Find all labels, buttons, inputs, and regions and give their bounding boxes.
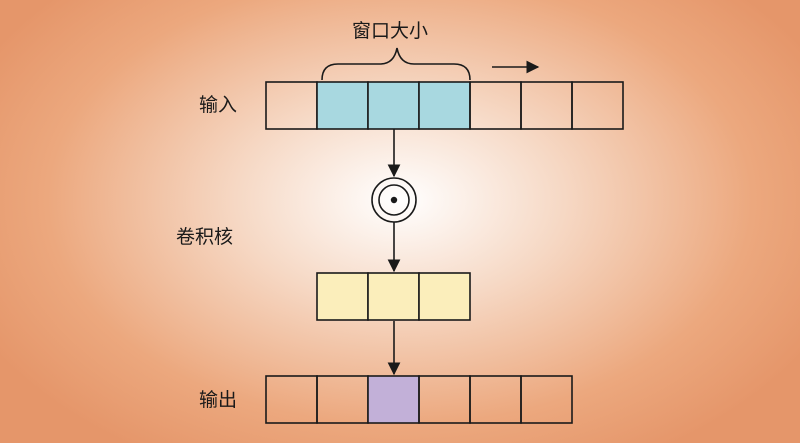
input-cell bbox=[520, 81, 573, 130]
output-cell bbox=[265, 375, 318, 424]
input-cell bbox=[367, 81, 420, 130]
input-cell bbox=[418, 81, 471, 130]
kernel-label: 卷积核 bbox=[176, 226, 234, 248]
kernel-cell bbox=[367, 272, 420, 321]
input-label: 输入 bbox=[199, 94, 238, 116]
input-row bbox=[265, 81, 624, 130]
output-cell bbox=[520, 375, 573, 424]
kernel-cell bbox=[418, 272, 471, 321]
window-brace bbox=[321, 47, 471, 81]
input-cell bbox=[265, 81, 318, 130]
kernel-cell bbox=[316, 272, 369, 321]
output-label: 输出 bbox=[199, 389, 238, 411]
input-cell bbox=[571, 81, 624, 130]
input-cell bbox=[469, 81, 522, 130]
output-cell bbox=[469, 375, 522, 424]
output-cell bbox=[316, 375, 369, 424]
circled-dot-icon bbox=[371, 177, 417, 223]
output-cell bbox=[418, 375, 471, 424]
output-cell bbox=[367, 375, 420, 424]
kernel-row bbox=[316, 272, 471, 321]
input-cell bbox=[316, 81, 369, 130]
output-row bbox=[265, 375, 573, 424]
window-size-label: 窗口大小 bbox=[352, 20, 429, 42]
